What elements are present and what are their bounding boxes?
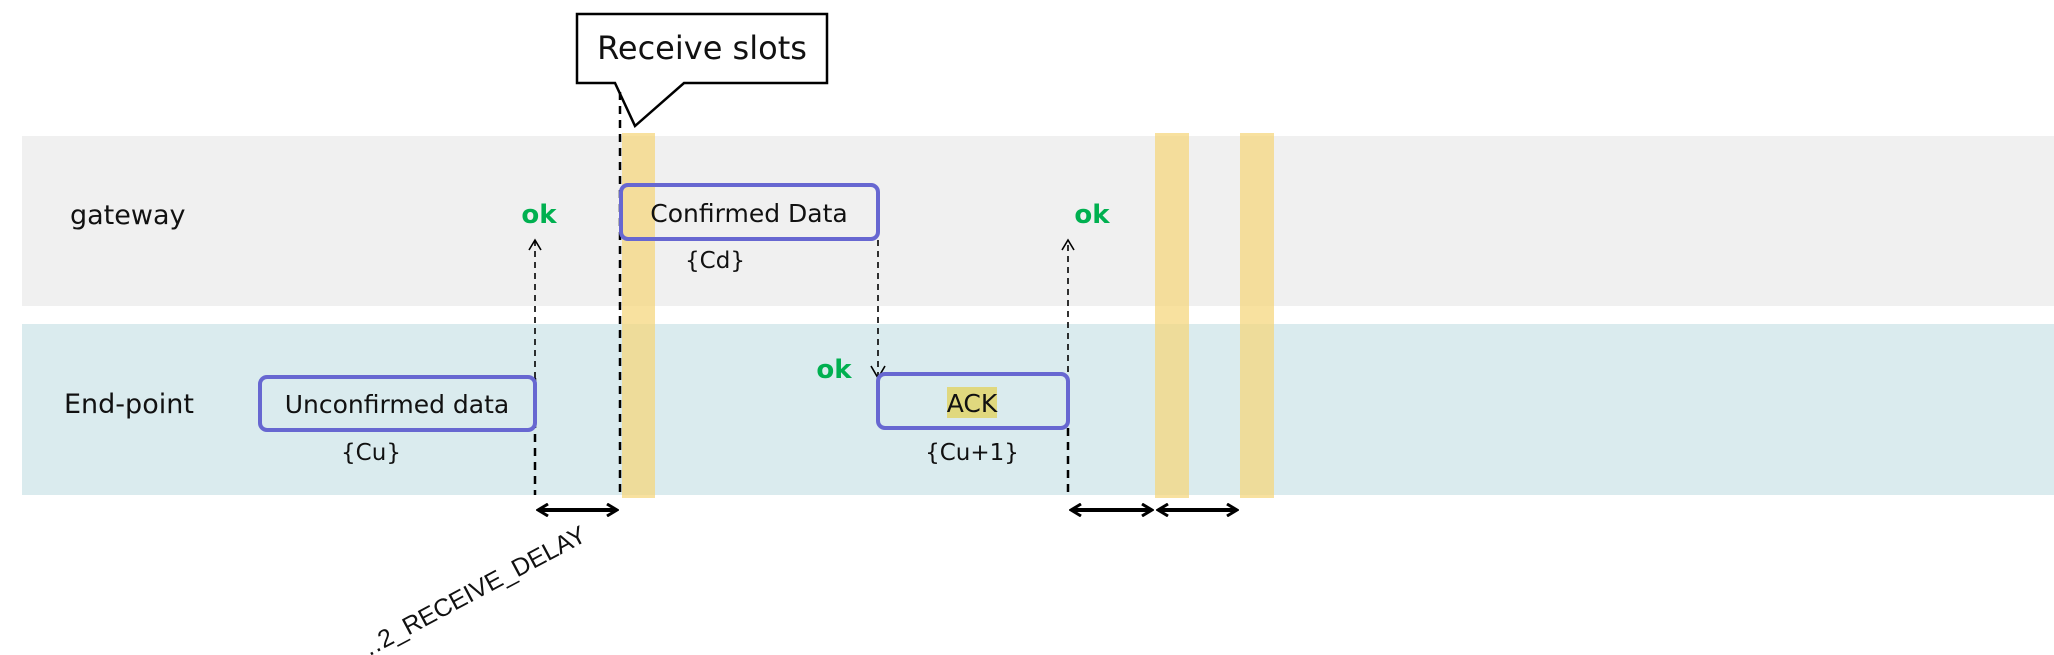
- ok-endpoint: ok: [816, 355, 852, 385]
- confirmed-data-box: [619, 183, 880, 241]
- confirmed-data-label: Confirmed Data: [650, 199, 847, 228]
- receive-slot-2: [1155, 133, 1189, 498]
- endpoint-lane: [22, 324, 2054, 495]
- receive-delay-label: …2_RECEIVE_DELAY: [351, 520, 591, 655]
- gateway-lane: [22, 136, 2054, 306]
- endpoint-lane-label: End-point: [64, 389, 194, 420]
- unconfirmed-data-label: Unconfirmed data: [285, 390, 509, 419]
- ack-box: [876, 372, 1070, 430]
- gateway-lane-label: gateway: [70, 200, 186, 231]
- ok-gateway-2: ok: [1074, 200, 1110, 230]
- ack-label: ACK: [947, 389, 998, 418]
- callout-label: Receive slots: [597, 29, 807, 67]
- ok-gateway-1: ok: [521, 200, 557, 230]
- receive-slots-callout: [575, 12, 829, 129]
- unconfirmed-data-box: [258, 375, 537, 432]
- unconfirmed-counter: {Cu}: [341, 440, 401, 466]
- confirmed-counter: {Cd}: [685, 248, 745, 274]
- ack-counter: {Cu+1}: [925, 440, 1019, 466]
- ack-highlight: [947, 387, 997, 418]
- receive-slot-3: [1240, 133, 1274, 498]
- receive-slot-1: [622, 133, 655, 498]
